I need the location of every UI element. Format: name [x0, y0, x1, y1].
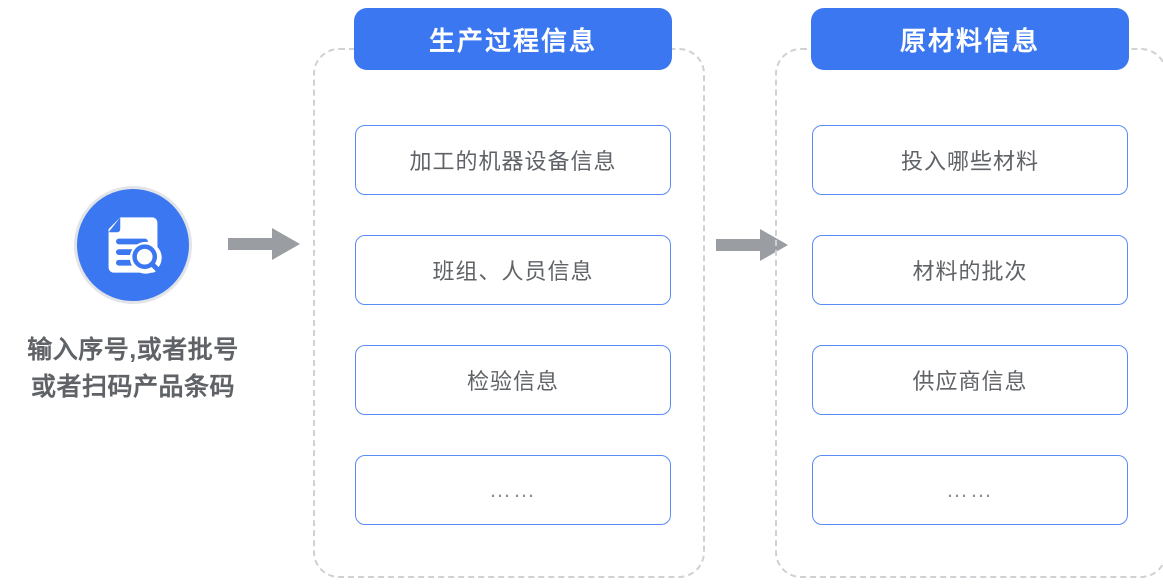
entry-caption-line-1: 输入序号,或者批号	[27, 336, 239, 364]
entry-caption: 输入序号,或者批号 或者扫码产品条码	[27, 332, 238, 406]
entry-caption-line-2: 或者扫码产品条码	[30, 373, 235, 401]
group-header-material[interactable]: 原材料信息	[811, 8, 1129, 70]
item-card[interactable]: 材料的批次	[812, 235, 1128, 305]
arrow-process-to-material-icon	[716, 228, 788, 262]
item-card[interactable]: 加工的机器设备信息	[355, 125, 671, 195]
entry-block: 输入序号,或者批号 或者扫码产品条码	[0, 186, 266, 406]
group-header-process[interactable]: 生产过程信息	[354, 8, 672, 70]
item-card-ellipsis[interactable]: ……	[812, 455, 1128, 525]
item-card-ellipsis[interactable]: ……	[355, 455, 671, 525]
document-search-icon	[99, 211, 167, 279]
item-list-process: 加工的机器设备信息 班组、人员信息 检验信息 ……	[355, 125, 671, 525]
item-list-material: 投入哪些材料 材料的批次 供应商信息 ……	[812, 125, 1128, 525]
entry-icon-circle	[74, 186, 192, 304]
item-card[interactable]: 检验信息	[355, 345, 671, 415]
item-card[interactable]: 班组、人员信息	[355, 235, 671, 305]
arrow-entry-to-process-icon	[228, 227, 300, 261]
item-card[interactable]: 投入哪些材料	[812, 125, 1128, 195]
item-card[interactable]: 供应商信息	[812, 345, 1128, 415]
